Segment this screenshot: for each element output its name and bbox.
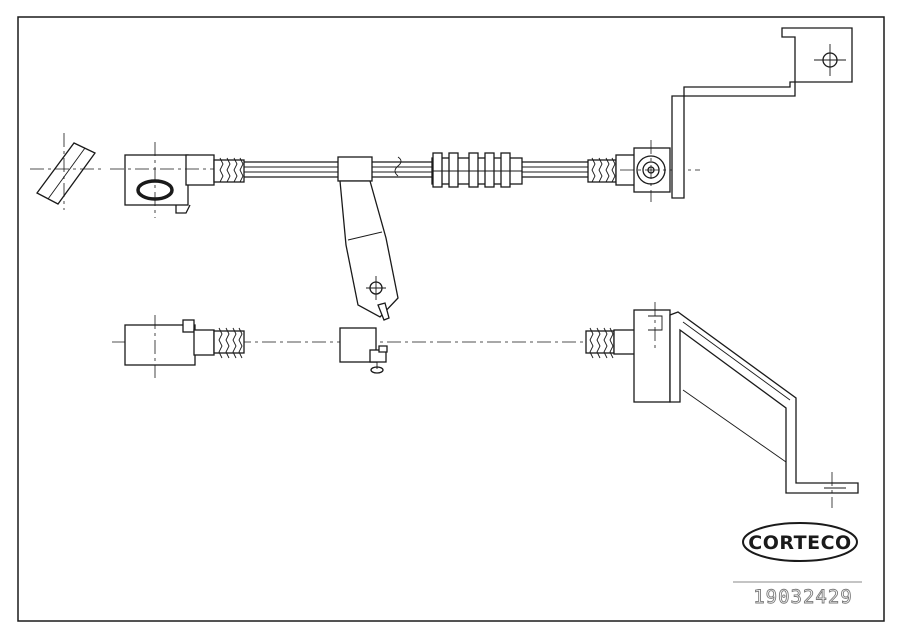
angled-fitting-left: [30, 133, 105, 210]
brand-name: CORTECO: [748, 532, 851, 554]
connector-block-left-top: [110, 142, 215, 218]
end-fitting-right-bottom: [613, 302, 671, 403]
crimp-sleeve-right-top: [587, 157, 617, 183]
brake-hose-assembly-bottom: [112, 302, 859, 508]
mounting-bracket-right-top: [671, 27, 853, 199]
crimp-sleeve-left-bottom: [213, 327, 245, 359]
crimp-sleeve-left-top: [213, 157, 245, 183]
drawing-frame: [17, 16, 885, 622]
protection-sleeve-top: [431, 152, 523, 188]
hose-break-mark: [394, 156, 402, 177]
mid-bracket-top: [337, 156, 399, 321]
mid-bracket-bottom: [339, 327, 388, 374]
part-number: 19032429: [753, 586, 853, 608]
mounting-bracket-right-bottom: [669, 311, 859, 508]
brand-logo: CORTECO: [742, 522, 858, 562]
hose-body-top: [244, 161, 588, 178]
brake-hose-assembly-top: [30, 27, 853, 321]
connector-block-left-bottom: [124, 315, 215, 378]
crimp-sleeve-right-bottom: [585, 327, 615, 359]
end-fitting-right-top: [615, 140, 700, 202]
